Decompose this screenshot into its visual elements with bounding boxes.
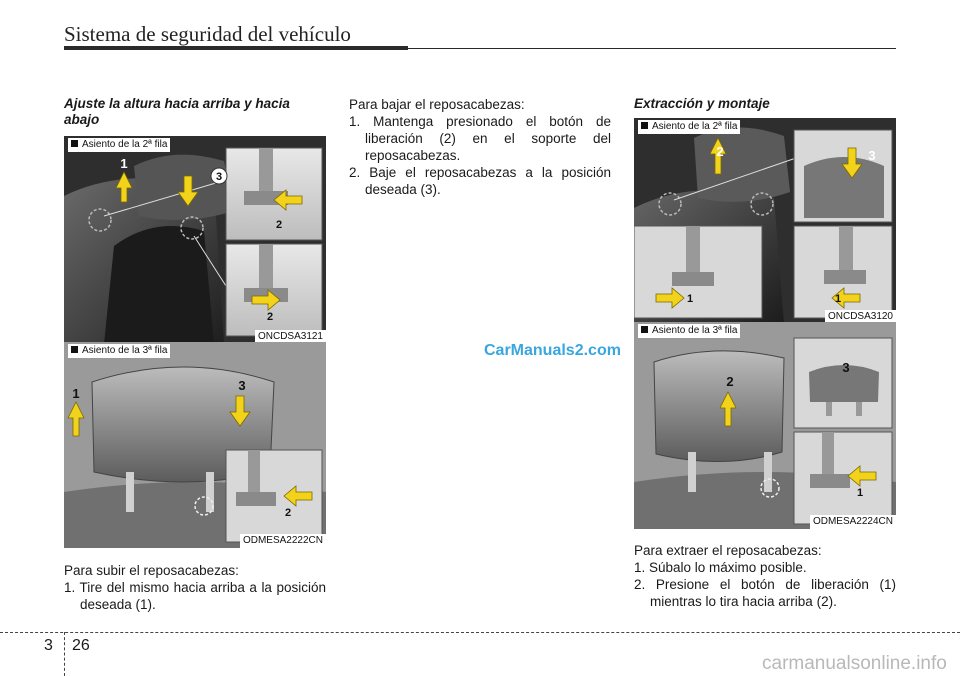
header-rule-thin [408,48,896,49]
figure-caption-text: Asiento de la 3ª fila [82,345,168,356]
square-bullet-icon [641,122,648,129]
step-item: 1. Mantenga presionado el botón de liber… [349,114,611,163]
square-bullet-icon [71,346,78,353]
figure-caption-text: Asiento de la 2ª fila [82,139,168,150]
figure-label: 3 [216,171,222,183]
figure-label: 2 [726,374,733,389]
figure-2nd-row-removal: 2 3 1 1 Asiento de la 2ª fila ONCDSA3120 [634,118,896,324]
footer-divider-vertical [64,632,65,676]
paragraph-raise-intro: Para subir el reposacabezas: [64,563,239,578]
figure-3rd-row-removal: 2 3 1 Asiento de la 3ª fila ODMESA2224CN [634,322,896,529]
paragraph-removal-intro: Para extraer el reposacabezas: [634,543,822,558]
footer-site-watermark: carmanualsonline.info [762,653,947,674]
chapter-number: 3 [44,637,53,654]
figure-code: ONCDSA3121 [254,330,326,344]
figure-3rd-row-adjust-illustration: 1 3 2 [64,342,326,548]
figure-label: 3 [238,378,245,393]
figure-label: 3 [868,148,875,163]
figure-label: 1 [72,386,79,401]
step-item: 2. Baje el reposacabezas a la posición d… [349,165,611,197]
figure-2nd-row-adjust: 1 3 2 2 Asiento de la 2ª fila ONCDSA3121 [64,136,326,344]
step-item: 1. Tire del mismo hacia arriba a la posi… [64,580,326,612]
figure-caption: Asiento de la 2ª fila [638,120,741,134]
step-item: 1. Súbalo lo máximo posible. [634,560,807,575]
figure-caption: Asiento de la 2ª fila [68,138,171,152]
section-title-removal: Extracción y montaje [634,96,770,111]
step-item: 2. Presione el botón de liberación (1) m… [634,577,896,609]
watermark: CarManuals2.com [484,342,621,359]
figure-code: ODMESA2224CN [809,515,896,529]
figure-2nd-row-adjust-illustration: 1 3 2 2 [64,136,326,344]
figure-label: 2 [267,311,273,323]
figure-code: ONCDSA3120 [824,310,896,324]
figure-label: 2 [285,507,291,519]
page-header-title: Sistema de seguridad del vehículo [64,22,351,46]
figure-label: 1 [687,293,693,305]
figure-label: 1 [835,293,841,305]
figure-label: 1 [120,156,127,171]
figure-2nd-row-removal-illustration: 2 3 1 1 [634,118,896,324]
figure-label: 1 [857,487,863,499]
figure-caption: Asiento de la 3ª fila [638,324,741,338]
figure-label: 2 [716,144,723,159]
figure-caption-text: Asiento de la 3ª fila [652,325,738,336]
page-number: 26 [72,637,90,654]
square-bullet-icon [71,140,78,147]
header-rule [64,46,408,50]
square-bullet-icon [641,326,648,333]
figure-caption-text: Asiento de la 2ª fila [652,121,738,132]
figure-label: 2 [276,219,282,231]
figure-label: 3 [842,360,849,375]
figure-3rd-row-removal-illustration: 2 3 1 [634,322,896,529]
footer-divider [0,632,960,633]
figure-3rd-row-adjust: 1 3 2 Asiento de la 3ª fila ODMESA2222CN [64,342,326,548]
section-title-adjust-height: Ajuste la altura hacia arriba y hacia ab… [64,96,290,127]
figure-caption: Asiento de la 3ª fila [68,344,171,358]
paragraph-lower-intro: Para bajar el reposacabezas: [349,97,525,112]
figure-code: ODMESA2222CN [239,534,326,548]
